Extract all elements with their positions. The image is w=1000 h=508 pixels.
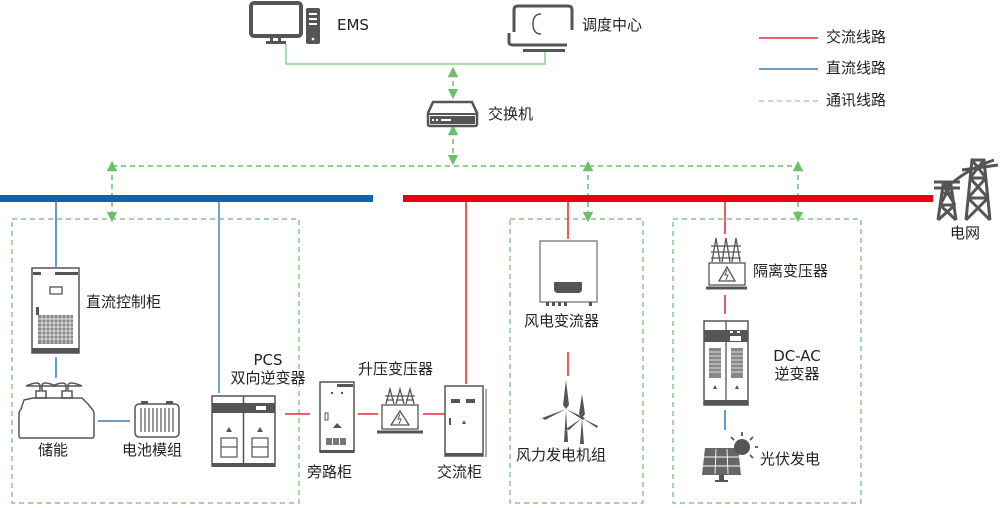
desktop-computer-icon bbox=[249, 1, 320, 44]
wind-converter-label: 风电变流器 bbox=[524, 312, 600, 330]
storage-label: 储能 bbox=[38, 441, 69, 459]
legend-label-comm: 通讯线路 bbox=[826, 91, 887, 109]
grid-label: 电网 bbox=[950, 224, 981, 242]
transmission-tower-icon bbox=[934, 158, 999, 222]
switch-label: 交换机 bbox=[488, 105, 534, 123]
bypass-cabinet-label: 旁路柜 bbox=[307, 463, 353, 481]
bypass-cabinet-icon bbox=[319, 381, 355, 453]
pcs-label: PCS bbox=[253, 351, 283, 369]
legend bbox=[759, 37, 818, 102]
monitor-icon bbox=[507, 4, 574, 52]
network-switch-icon bbox=[426, 100, 479, 128]
wind-group-box bbox=[509, 218, 644, 504]
battery-module-icon bbox=[134, 401, 180, 438]
inverter-cabinet-icon bbox=[703, 320, 749, 406]
wind-turbine-icon bbox=[542, 380, 598, 444]
comm-top-links bbox=[285, 44, 546, 65]
ac-bus bbox=[403, 195, 933, 202]
pcs-inverter-icon bbox=[211, 395, 276, 467]
dcac-inverter-sublabel: 逆变器 bbox=[774, 365, 820, 383]
storage-group-box bbox=[11, 218, 300, 504]
isolation-transformer-label: 隔离变压器 bbox=[753, 262, 829, 280]
converter-icon bbox=[539, 240, 598, 306]
dc-bus bbox=[0, 195, 373, 202]
ems-label: EMS bbox=[337, 16, 369, 34]
energy-storage-icon bbox=[18, 382, 95, 439]
wind-turbine-label: 风力发电机组 bbox=[516, 446, 607, 464]
pcs-sublabel: 双向逆变器 bbox=[230, 369, 306, 387]
step-up-transformer-label: 升压变压器 bbox=[358, 360, 434, 378]
pv-generation-label: 光伏发电 bbox=[760, 450, 821, 468]
pv-group-box bbox=[672, 218, 862, 504]
comm-line-ems-dispatch bbox=[285, 44, 546, 65]
legend-label-dc: 直流线路 bbox=[826, 59, 887, 77]
transformer-icon bbox=[706, 237, 747, 290]
legend-label-ac: 交流线路 bbox=[826, 28, 887, 46]
dc-control-cabinet-label: 直流控制柜 bbox=[86, 293, 162, 311]
transformer-icon bbox=[377, 386, 423, 434]
ac-cabinet-icon bbox=[444, 385, 487, 457]
cabinet-icon bbox=[31, 267, 80, 354]
solar-panel-icon bbox=[702, 432, 758, 482]
dcac-inverter-label: DC-AC bbox=[773, 347, 821, 365]
dispatch-center-label: 调度中心 bbox=[582, 16, 643, 34]
ac-cabinet-label: 交流柜 bbox=[437, 463, 483, 481]
battery-module-label: 电池模组 bbox=[122, 441, 183, 459]
